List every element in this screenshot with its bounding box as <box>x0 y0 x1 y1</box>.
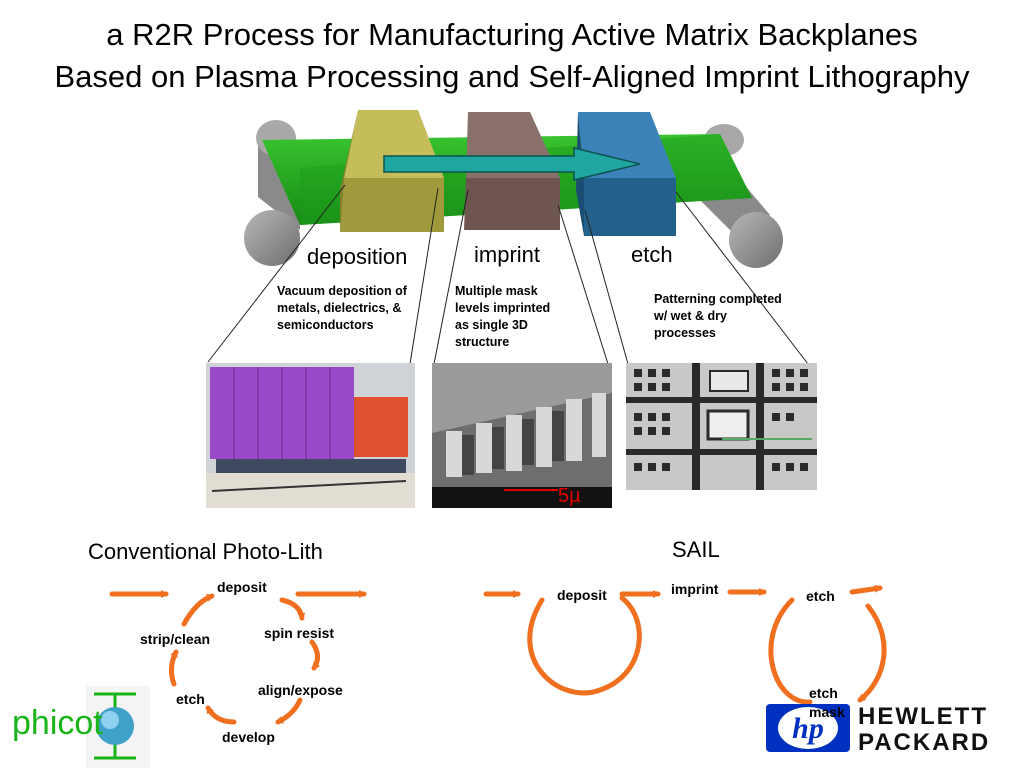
phicot-logo-icon <box>86 686 150 768</box>
title-line-2: Based on Plasma Processing and Self-Alig… <box>54 59 970 94</box>
scale-bar-label: 5µ <box>558 485 581 507</box>
hp-logo-line-1: HEWLETT <box>858 703 988 730</box>
title-line-1: a R2R Process for Manufacturing Active M… <box>106 17 918 52</box>
phicot-text: phicot <box>12 704 162 743</box>
sail-step-etch: etch <box>806 588 835 604</box>
conv-step-align-expose: align/expose <box>258 682 343 698</box>
conv-step-develop: develop <box>222 729 275 745</box>
sail-title: SAIL <box>672 537 720 562</box>
conventional-cycle-arrows <box>109 590 367 725</box>
imprint-sem-photo: 5µ <box>432 363 612 508</box>
stage-label-imprint: imprint <box>474 242 541 267</box>
hp-logo-icon: hp <box>766 704 850 752</box>
svg-text:hp: hp <box>792 712 824 745</box>
conv-step-spin-resist: spin resist <box>264 625 335 641</box>
stage-label-etch: etch <box>631 242 673 267</box>
sail-step-imprint: imprint <box>671 581 719 597</box>
stage-desc-imprint: Multiple mask levels imprinted as single… <box>455 284 551 349</box>
stage-desc-etch: Patterning completed w/ wet & dry proces… <box>654 292 782 340</box>
phicot-logo-text: phicot <box>12 704 162 743</box>
sail-step-etch-mask: etch mask <box>809 685 845 720</box>
sail-flow-arrows <box>483 584 887 705</box>
conventional-title: Conventional Photo-Lith <box>88 539 323 564</box>
conv-step-etch: etch <box>176 691 205 707</box>
sail-step-deposit: deposit <box>557 587 607 603</box>
deposition-equipment-photo <box>206 363 415 508</box>
stage-desc-deposition: Vacuum deposition of metals, dielectrics… <box>277 284 407 332</box>
conv-step-strip-clean: strip/clean <box>140 631 211 647</box>
conv-step-deposit: deposit <box>217 579 267 595</box>
process-direction-arrow <box>383 147 641 181</box>
etch-pattern-photo <box>626 363 817 490</box>
hp-logo-line-2: PACKARD <box>858 729 991 756</box>
stage-label-deposition: deposition <box>307 244 408 269</box>
callout-lines <box>207 184 809 365</box>
